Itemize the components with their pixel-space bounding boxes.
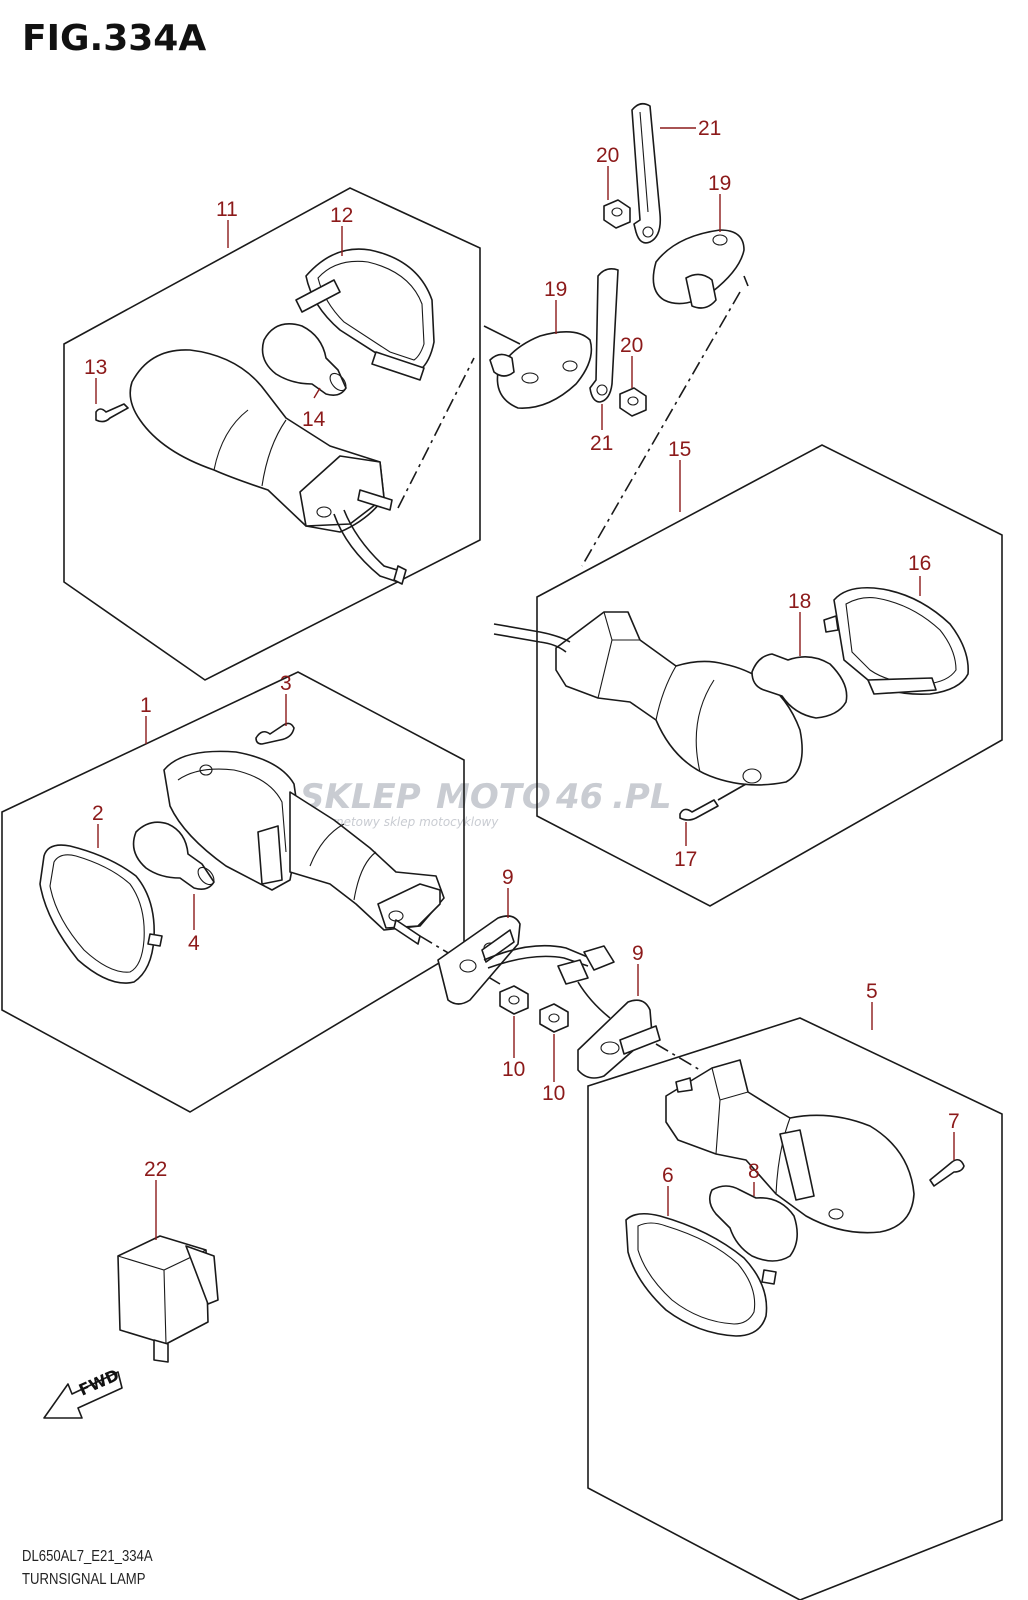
callout-16: 16	[908, 552, 931, 575]
callout-7: 7	[948, 1110, 960, 1133]
relay-22	[117, 1235, 219, 1363]
watermark-brand-tld: .PL	[612, 777, 672, 817]
screw-13	[95, 403, 129, 423]
nut-20-upper	[603, 199, 631, 229]
bulb-8	[708, 1185, 798, 1262]
callout-1: 1	[140, 694, 152, 717]
housing-15	[555, 611, 803, 786]
watermark-tagline: internetowy sklep motocyklowy	[308, 815, 499, 829]
watermark: SKLEP MOTO 46 .PL internetowy sklep moto…	[300, 777, 672, 829]
callout-22: 22	[144, 1158, 167, 1181]
callout-19-right: 19	[708, 172, 731, 195]
bulb-14	[261, 323, 347, 396]
callout-17: 17	[674, 848, 697, 871]
group-box-11	[63, 187, 481, 681]
callout-21-upper: 21	[698, 117, 721, 140]
nut-10-right	[539, 1003, 569, 1033]
callout-21-lower: 21	[590, 432, 613, 455]
callout-19-left: 19	[544, 278, 567, 301]
figure-title: FIG.334A	[22, 18, 207, 59]
callout-20-lower: 20	[620, 334, 643, 357]
callout-2: 2	[92, 802, 104, 825]
callout-11: 11	[216, 198, 238, 221]
figure-code: DL650AL7_E21_334A	[22, 1548, 153, 1565]
lamp-assembly-11	[95, 248, 521, 585]
screw-3	[255, 722, 295, 745]
callout-9-left: 9	[502, 866, 514, 889]
bracket-21-lower	[589, 268, 619, 403]
screw-7	[929, 1158, 965, 1187]
group-box-5	[587, 1017, 1003, 1600]
mounting-hardware	[489, 102, 749, 567]
callout-6: 6	[662, 1164, 674, 1187]
callout-8: 8	[748, 1160, 760, 1183]
watermark-brand-moto: MOTO	[436, 777, 551, 817]
screw-17	[679, 799, 719, 821]
grommet-19-right	[652, 229, 745, 305]
grommet-19-left	[496, 331, 593, 409]
callout-14: 14	[302, 408, 326, 431]
lens-6	[625, 1212, 768, 1337]
bulb-18	[751, 653, 848, 719]
callout-13: 13	[84, 356, 107, 379]
callout-10-left: 10	[502, 1058, 525, 1081]
lamp-assembly-1	[39, 722, 501, 985]
callout-3: 3	[280, 672, 292, 695]
callout-12: 12	[330, 204, 353, 227]
fwd-arrow: FWD	[43, 1365, 123, 1419]
callout-9-right: 9	[632, 942, 644, 965]
callout-10-right: 10	[542, 1082, 565, 1105]
lens-2	[39, 844, 155, 984]
bulb-4	[132, 821, 215, 890]
nut-10-left	[499, 985, 529, 1015]
callout-20-upper: 20	[596, 144, 619, 167]
callouts: 1 2 3 4 5 6 7 8 9 9 10 10 11 12 13 14 15…	[84, 117, 960, 1187]
lamp-assembly-5	[625, 1059, 965, 1337]
nut-20-lower	[619, 387, 647, 417]
lamp-assembly-15	[493, 586, 969, 821]
group-box-15	[536, 444, 1003, 907]
fwd-arrow-shape	[43, 1371, 123, 1419]
callout-15: 15	[668, 438, 691, 461]
leader-lines	[95, 127, 955, 1240]
watermark-brand-num: 46	[555, 777, 603, 817]
lens-12	[305, 248, 435, 371]
connector	[583, 945, 615, 971]
figure-name: TURNSIGNAL LAMP	[22, 1571, 146, 1588]
callout-18: 18	[788, 590, 811, 613]
mounting-plates	[437, 915, 701, 1079]
callout-4: 4	[188, 932, 200, 955]
callout-5: 5	[866, 980, 878, 1003]
bracket-21-upper	[631, 102, 662, 244]
